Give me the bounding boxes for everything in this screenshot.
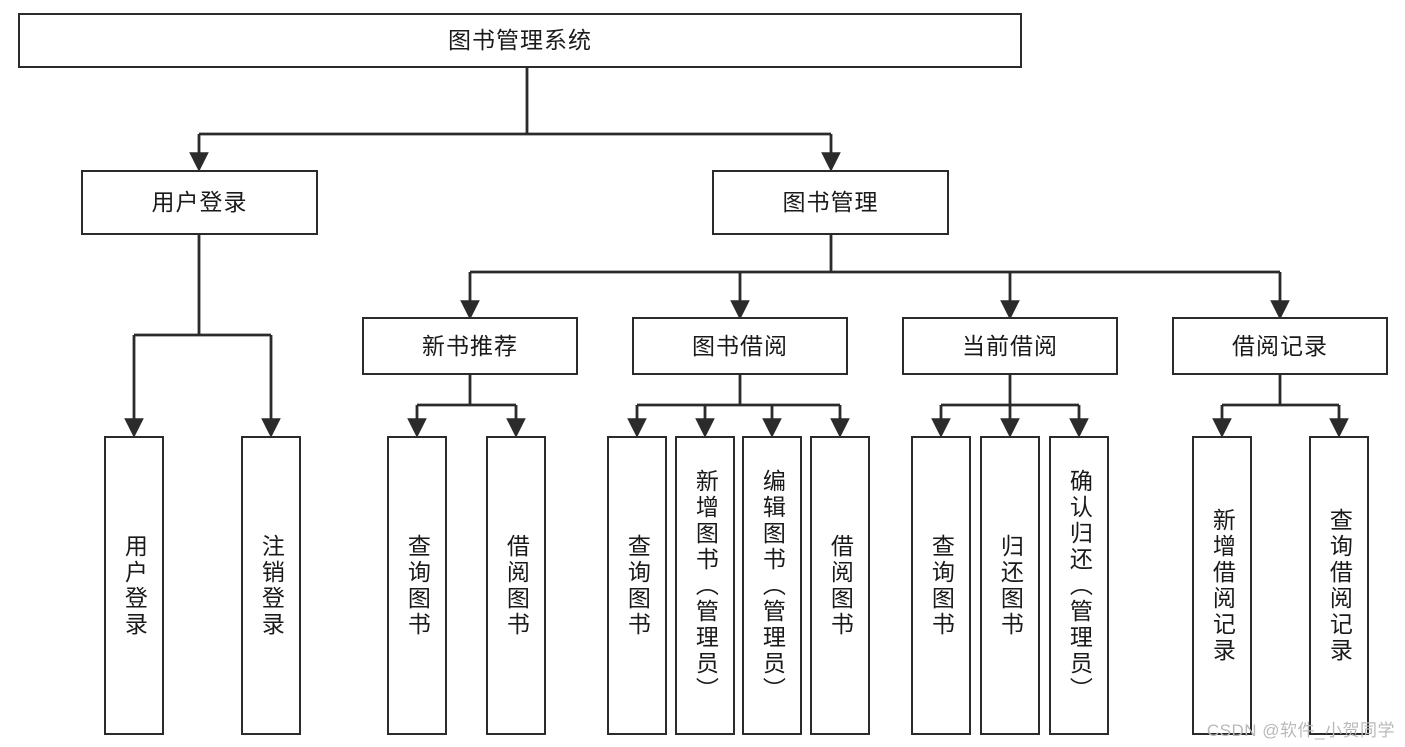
node-leaf-edit-book-label: 编辑图书（管理员）	[759, 468, 786, 703]
node-root[interactable]: 图书管理系统	[18, 13, 1022, 68]
node-leaf-borrow-book-2-label: 借阅图书	[827, 533, 854, 638]
node-leaf-borrow-book-1[interactable]: 借阅图书	[486, 436, 546, 735]
node-leaf-logout-label: 注销登录	[258, 533, 285, 638]
node-borrow-record[interactable]: 借阅记录	[1172, 317, 1388, 375]
watermark: CSDN @软件_小贺同学	[1206, 721, 1395, 740]
node-leaf-return-book[interactable]: 归还图书	[980, 436, 1040, 735]
node-leaf-confirm-return[interactable]: 确认归还（管理员）	[1049, 436, 1109, 735]
node-leaf-borrow-book-2[interactable]: 借阅图书	[810, 436, 870, 735]
node-user-login[interactable]: 用户登录	[81, 170, 318, 235]
node-new-book-rec[interactable]: 新书推荐	[362, 317, 578, 375]
node-leaf-edit-book[interactable]: 编辑图书（管理员）	[742, 436, 802, 735]
node-new-book-rec-label: 新书推荐	[422, 332, 518, 359]
node-root-label: 图书管理系统	[448, 27, 592, 54]
node-user-login-label: 用户登录	[151, 189, 248, 216]
node-leaf-query-book-2[interactable]: 查询图书	[607, 436, 667, 735]
node-leaf-add-record[interactable]: 新增借阅记录	[1192, 436, 1252, 735]
node-borrow-record-label: 借阅记录	[1232, 332, 1328, 359]
node-leaf-query-book-1-label: 查询图书	[404, 533, 431, 638]
node-leaf-add-book-label: 新增图书（管理员）	[692, 468, 719, 703]
node-leaf-confirm-return-label: 确认归还（管理员）	[1066, 468, 1093, 703]
node-leaf-query-record[interactable]: 查询借阅记录	[1309, 436, 1369, 735]
node-leaf-return-book-label: 归还图书	[997, 533, 1024, 638]
node-leaf-query-book-3[interactable]: 查询图书	[911, 436, 971, 735]
node-book-admin[interactable]: 图书管理	[712, 170, 949, 235]
node-leaf-add-record-label: 新增借阅记录	[1209, 507, 1236, 664]
node-leaf-query-book-3-label: 查询图书	[928, 533, 955, 638]
node-current-borrow[interactable]: 当前借阅	[902, 317, 1118, 375]
node-book-admin-label: 图书管理	[782, 189, 879, 216]
node-book-borrow[interactable]: 图书借阅	[632, 317, 848, 375]
node-current-borrow-label: 当前借阅	[962, 332, 1058, 359]
node-leaf-query-book-2-label: 查询图书	[624, 533, 651, 638]
node-leaf-query-book-1[interactable]: 查询图书	[387, 436, 447, 735]
node-leaf-add-book[interactable]: 新增图书（管理员）	[675, 436, 735, 735]
node-leaf-user-login-label: 用户登录	[121, 533, 148, 638]
node-book-borrow-label: 图书借阅	[692, 332, 788, 359]
node-leaf-user-login[interactable]: 用户登录	[104, 436, 164, 735]
node-leaf-logout[interactable]: 注销登录	[241, 436, 301, 735]
node-leaf-query-record-label: 查询借阅记录	[1326, 507, 1353, 664]
node-leaf-borrow-book-1-label: 借阅图书	[503, 533, 530, 638]
